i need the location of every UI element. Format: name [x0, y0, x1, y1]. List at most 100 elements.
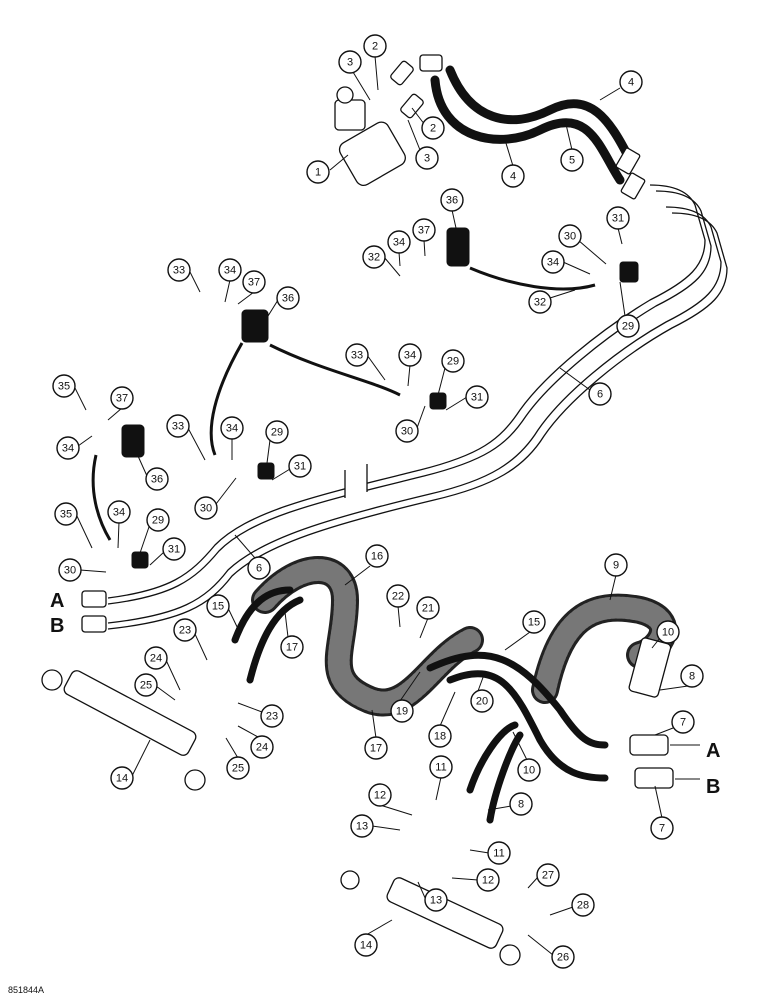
- callout-circle: [522, 610, 546, 634]
- callout-number: 25: [232, 763, 244, 775]
- callout-leader: [423, 239, 426, 257]
- callout-circle: [395, 419, 419, 443]
- callout-number: 15: [528, 617, 540, 629]
- callout-leader: [417, 881, 427, 901]
- callout-leader: [419, 617, 429, 639]
- callout-leader: [75, 513, 93, 549]
- callout-number: 34: [62, 443, 74, 455]
- callout-number: 37: [116, 393, 128, 405]
- callout-31: 31: [271, 454, 312, 481]
- callout-number: 13: [356, 821, 368, 833]
- callout-circle: [206, 594, 230, 618]
- callout-26: 26: [527, 934, 575, 969]
- callout-circle: [465, 385, 489, 409]
- callout-circle: [362, 245, 386, 269]
- callout-30: 30: [194, 477, 237, 520]
- callout-number: 3: [424, 153, 430, 165]
- callout-leader: [77, 435, 93, 447]
- callout-circle: [509, 792, 533, 816]
- line-label-a-left: A: [50, 590, 64, 612]
- callout-number: 29: [622, 321, 634, 333]
- callout-number: 24: [150, 653, 162, 665]
- callout-leader: [577, 239, 607, 265]
- callout-34: 34: [56, 435, 93, 460]
- callout-number: 4: [510, 171, 516, 183]
- callout-30: 30: [395, 405, 426, 443]
- callout-29: 29: [139, 508, 170, 554]
- callout-circle: [671, 710, 695, 734]
- callout-circle: [604, 553, 628, 577]
- callout-circle: [656, 620, 680, 644]
- callout-number: 1: [315, 167, 321, 179]
- callout-22: 22: [386, 584, 410, 628]
- callout-31: 31: [445, 385, 489, 411]
- callout-leader: [416, 405, 426, 429]
- callout-29: 29: [265, 420, 289, 464]
- callout-number: 23: [179, 625, 191, 637]
- callout-number: 10: [523, 765, 535, 777]
- callout-number: 34: [224, 265, 236, 277]
- callout-leader: [397, 605, 401, 628]
- callout-leader: [549, 906, 574, 916]
- callout-32: 32: [362, 245, 401, 277]
- callout-24: 24: [144, 646, 181, 691]
- callout-leader: [365, 919, 393, 936]
- callout-number: 21: [422, 603, 434, 615]
- callout-leader: [654, 727, 674, 736]
- callout-circle: [338, 50, 362, 74]
- callout-circle: [260, 704, 284, 728]
- callout-24: 24: [237, 725, 274, 759]
- callout-leader: [237, 702, 263, 713]
- callout-number: 28: [577, 900, 589, 912]
- callout-number: 29: [271, 427, 283, 439]
- callout-1: 1: [306, 154, 349, 184]
- callout-7: 7: [654, 710, 695, 736]
- callout-leader: [379, 804, 413, 816]
- callout-number: 34: [393, 237, 405, 249]
- callout-37: 37: [107, 386, 134, 421]
- callout-number: 4: [628, 77, 634, 89]
- callout-number: 30: [564, 231, 576, 243]
- callout-circle: [390, 699, 414, 723]
- callout-number: 5: [569, 155, 575, 167]
- callout-number: 33: [351, 350, 363, 362]
- callout-leader: [227, 607, 241, 634]
- callout-number: 17: [286, 642, 298, 654]
- callout-circle: [110, 386, 134, 410]
- callout-number: 34: [404, 350, 416, 362]
- callout-leader: [599, 87, 621, 101]
- callout-number: 37: [248, 277, 260, 289]
- line-label-a-right: A: [706, 740, 720, 762]
- callout-number: 19: [396, 706, 408, 718]
- callout-28: 28: [549, 893, 595, 917]
- callout-circle: [398, 343, 422, 367]
- callout-30: 30: [58, 558, 107, 582]
- callout-leader: [407, 119, 421, 151]
- callout-25: 25: [134, 673, 176, 701]
- callout-leader: [237, 725, 259, 738]
- callout-circle: [487, 841, 511, 865]
- valve-10: [628, 637, 672, 698]
- callout-leader: [155, 685, 176, 701]
- callout-number: 34: [113, 507, 125, 519]
- callout-circle: [345, 343, 369, 367]
- callout-33: 33: [345, 343, 386, 381]
- callout-circle: [54, 502, 78, 526]
- callout-circle: [162, 537, 186, 561]
- callout-leader: [451, 877, 479, 881]
- callout-circle: [145, 467, 169, 491]
- callout-leader: [609, 574, 617, 601]
- callout-leader: [659, 685, 689, 691]
- callout-leader: [487, 805, 512, 811]
- callout-15: 15: [206, 594, 241, 634]
- callout-4: 4: [501, 139, 525, 188]
- callout-leader: [188, 269, 201, 293]
- callout-6: 6: [234, 534, 271, 580]
- callout-32: 32: [528, 289, 576, 314]
- callout-circle: [541, 250, 565, 274]
- callout-leader: [352, 71, 371, 101]
- callout-4: 4: [599, 70, 643, 101]
- callout-number: 25: [140, 680, 152, 692]
